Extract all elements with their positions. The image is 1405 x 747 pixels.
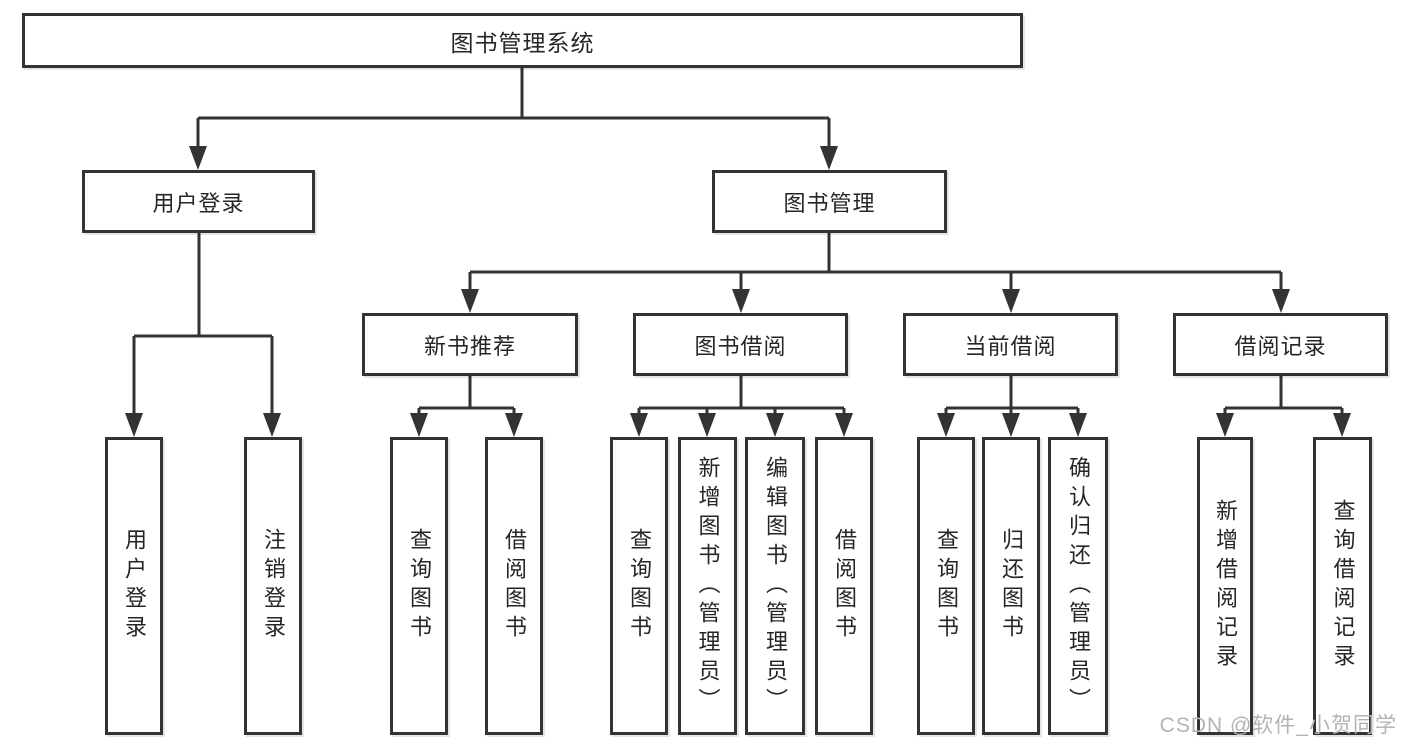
leaf-query-books-3: 查询图书 <box>917 437 975 735</box>
leaf-query-books-1: 查询图书 <box>390 437 448 735</box>
leaf-logout: 注销登录 <box>244 437 302 735</box>
leaf-add-borrow-record: 新增借阅记录 <box>1197 437 1253 735</box>
node-label: 归还图书 <box>999 528 1024 644</box>
node-book-management: 图书管理 <box>712 170 947 233</box>
leaf-edit-books-admin: 编辑图书（管理员） <box>745 437 805 735</box>
node-label: 确认归还（管理员） <box>1066 455 1091 717</box>
node-book-borrow: 图书借阅 <box>633 313 848 376</box>
node-label: 查询借阅记录 <box>1330 499 1356 673</box>
node-label: 查询图书 <box>407 528 432 644</box>
node-label: 图书借阅 <box>694 333 787 359</box>
node-label: 注销登录 <box>261 528 286 644</box>
leaf-confirm-return-admin: 确认归还（管理员） <box>1048 437 1108 735</box>
node-label: 用户登录 <box>122 528 147 644</box>
leaf-borrow-books-1: 借阅图书 <box>485 437 543 735</box>
leaf-user-login: 用户登录 <box>105 437 163 735</box>
node-label: 编辑图书（管理员） <box>763 455 788 717</box>
node-label: 当前借阅 <box>964 333 1057 359</box>
leaf-add-books-admin: 新增图书（管理员） <box>678 437 737 735</box>
node-label: 查询图书 <box>627 528 652 644</box>
node-label: 借阅记录 <box>1234 333 1327 359</box>
node-label: 新书推荐 <box>423 333 516 359</box>
node-borrow-records: 借阅记录 <box>1173 313 1388 376</box>
leaf-query-borrow-record: 查询借阅记录 <box>1313 437 1372 735</box>
csdn-watermark: CSDN @软件_小贺同学 <box>1159 714 1397 737</box>
node-new-book-recommend: 新书推荐 <box>362 313 578 376</box>
node-label: 新增借阅记录 <box>1213 499 1238 673</box>
leaf-query-books-2: 查询图书 <box>610 437 668 735</box>
node-label: 借阅图书 <box>502 528 527 644</box>
leaf-borrow-books-2: 借阅图书 <box>815 437 873 735</box>
node-root-library-system: 图书管理系统 <box>22 13 1023 68</box>
node-label: 图书管理 <box>783 190 876 216</box>
node-user-login: 用户登录 <box>82 170 315 233</box>
node-label: 借阅图书 <box>832 528 857 644</box>
node-label: 查询图书 <box>934 528 959 644</box>
leaf-return-books: 归还图书 <box>982 437 1040 735</box>
node-label: 新增图书（管理员） <box>695 455 721 717</box>
node-current-borrow: 当前借阅 <box>903 313 1118 376</box>
node-label: 图书管理系统 <box>450 29 595 56</box>
node-label: 用户登录 <box>152 190 245 216</box>
